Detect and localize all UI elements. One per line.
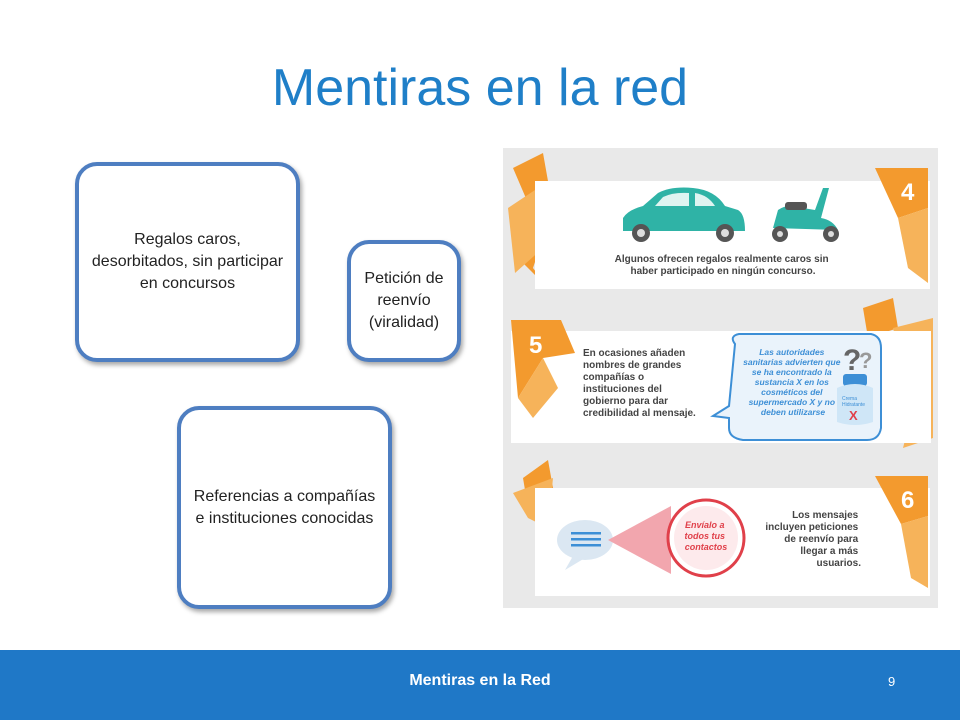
question-mark-icon: ? [843, 344, 861, 377]
concept-box-gifts: Regalos caros, desorbitados, sin partici… [75, 162, 300, 362]
svg-text:?: ? [859, 348, 872, 373]
panel-5-number: 5 [529, 332, 542, 359]
scooter-icon [772, 188, 839, 242]
car-icon [623, 187, 745, 242]
broadcast-beam [608, 506, 671, 574]
panel-6: 6 Envíalo a todos tus contactos Los mens… [513, 460, 930, 596]
page-number: 9 [888, 674, 896, 689]
svg-text:Crema Hidratante: Crema Hidratante [842, 396, 865, 408]
svg-text:Los mensajes incluyen: Los mensajes incluyen peticiones de reen… [765, 510, 861, 569]
infographic: 4 Algunos ofrecen regalos realmente caro… [503, 148, 938, 608]
concept-box-forwarding: Petición de reenvío (viralidad) [347, 240, 461, 362]
svg-text:Envíalo a todos tus: Envíalo a todos tus contactos [684, 520, 727, 552]
svg-text:En ocasiones añaden no: En ocasiones añaden nombres de grandes c… [583, 348, 696, 419]
svg-text:Algunos ofrecen regalos realme: Algunos ofrecen regalos realmente caros … [615, 254, 832, 277]
concept-box-references: Referencias a compañías e instituciones … [177, 406, 392, 609]
panel-4: 4 Algunos ofrecen regalos realmente caro… [508, 153, 930, 289]
panel-6-number: 6 [901, 487, 914, 514]
chat-bubble-icon [557, 520, 613, 570]
footer-bar [0, 650, 960, 720]
footer-title: Mentiras en la Red [409, 672, 551, 689]
slide-title: Mentiras en la red [271, 59, 689, 117]
svg-text:X: X [849, 408, 858, 423]
panel-4-number: 4 [901, 179, 915, 206]
panel-5: 5 En ocasiones añaden nombres de grandes… [511, 298, 933, 448]
panel-4-text-line-2: haber participado en ningún concurso. [630, 266, 815, 277]
infographic-graphic: 4 Algunos ofrecen regalos realmente caro… [508, 153, 933, 596]
svg-text:Las autoridades sanita: Las autoridades sanitarias advierten que… [743, 347, 843, 417]
panel-4-text-line-1: Algunos ofrecen regalos realmente caros … [615, 254, 829, 265]
bottle-icon: Crema Hidratante X [837, 374, 873, 425]
